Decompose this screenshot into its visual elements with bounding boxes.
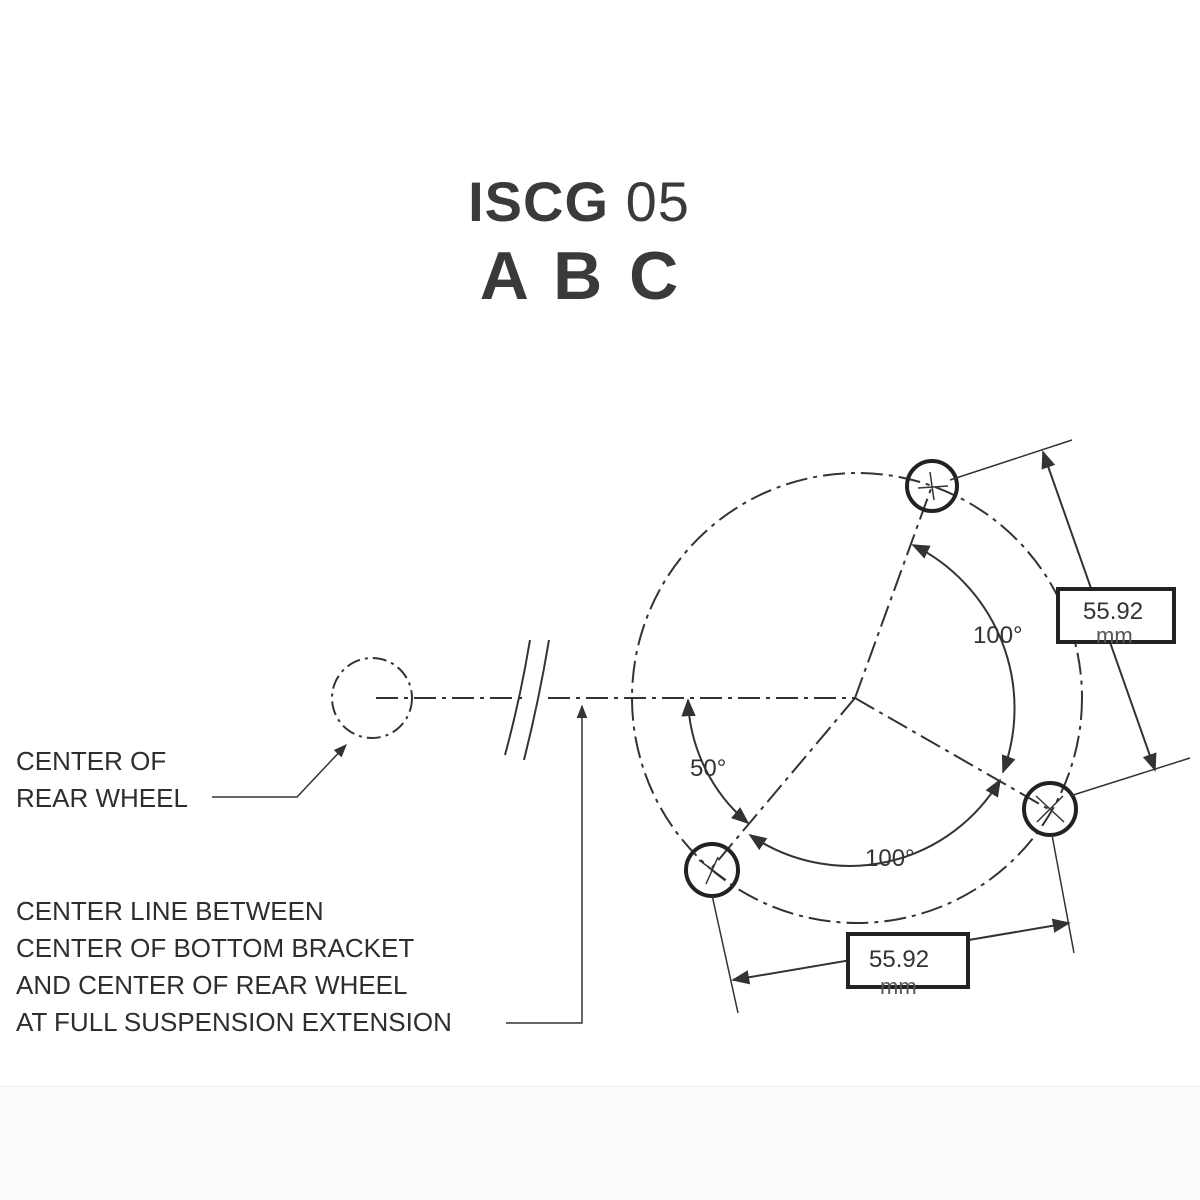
radial-line-lower	[709, 697, 856, 871]
angle-label-lower: 100°	[865, 845, 915, 872]
label-center-line-line: CENTER OF BOTTOM BRACKET	[16, 933, 415, 963]
label-center-line-line: AT FULL SUSPENSION EXTENSION	[16, 1007, 452, 1037]
title-variants: A B C	[479, 238, 679, 314]
label-rear-wheel-line: REAR WHEEL	[16, 783, 188, 813]
label-rear-wheel-line: CENTER OF	[16, 746, 167, 776]
dimension-value-bottom: 55.92	[869, 946, 929, 973]
dimension-unit-right: mm	[1096, 623, 1133, 648]
label-center-line-line: AND CENTER OF REAR WHEEL	[16, 970, 408, 1000]
angle-arc-offset	[681, 698, 750, 825]
footer-band	[0, 1086, 1200, 1200]
title-standard: ISCG 05	[0, 170, 1158, 234]
dimension-box-right: 55.92 mm	[1056, 587, 1176, 648]
extension-line-bottom-left	[711, 894, 739, 1014]
extension-line-right-lower	[1069, 757, 1191, 797]
label-center-line: CENTER LINE BETWEEN CENTER OF BOTTOM BRA…	[16, 893, 452, 1041]
title-standard-name: ISCG	[468, 170, 610, 233]
break-mark	[504, 639, 550, 761]
extension-line-right-upper	[949, 439, 1073, 481]
radial-line-upper	[854, 485, 933, 699]
leader-center-line	[506, 704, 588, 1024]
title-standard-number: 05	[625, 170, 690, 233]
rear-wheel-center-circle	[331, 657, 413, 739]
angle-arc-upper	[911, 544, 1016, 774]
bolt-hole-right	[1022, 781, 1078, 837]
dimension-unit-bottom: mm	[880, 974, 917, 999]
angle-arc-lower	[748, 778, 1001, 867]
bolt-hole-upper	[905, 459, 959, 513]
angle-label-upper: 100°	[973, 622, 1023, 649]
dimension-box-bottom: 55.92 mm	[846, 932, 970, 999]
leader-rear-wheel	[212, 744, 347, 798]
extension-line-bottom-right	[1051, 834, 1075, 954]
label-center-line-line: CENTER LINE BETWEEN	[16, 896, 324, 926]
dimension-value-right: 55.92	[1083, 598, 1143, 625]
bolt-hole-lower	[684, 842, 740, 898]
label-rear-wheel: CENTER OF REAR WHEEL	[16, 743, 188, 817]
angle-label-offset: 50°	[690, 755, 726, 782]
radial-line-right	[854, 697, 1051, 811]
